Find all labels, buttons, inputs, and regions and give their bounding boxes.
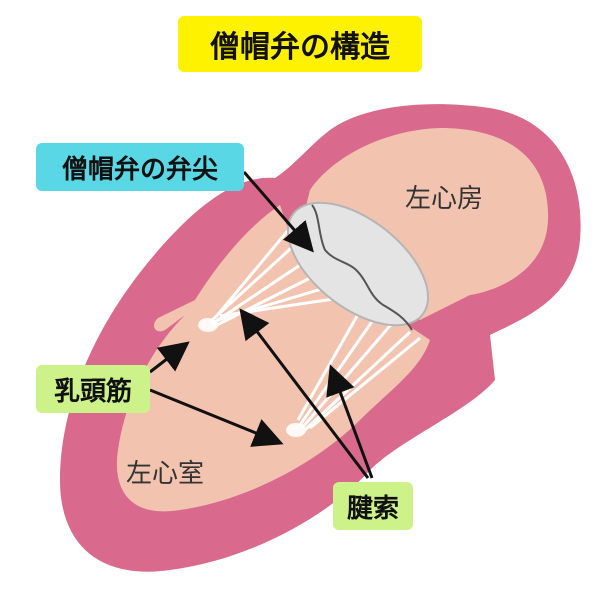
mitral-valve-leaflet <box>286 201 430 327</box>
chorda-line <box>213 221 297 319</box>
chorda-line <box>309 336 421 430</box>
label-papillary-muscle: 乳頭筋 <box>36 365 150 413</box>
label-left-ventricle: 左心室 <box>126 459 205 489</box>
arrow-papillary-lower <box>149 388 284 447</box>
arrow-papillary-upper <box>149 341 190 374</box>
left-ventricle-cavity <box>116 205 430 512</box>
papillary-muscle-lower <box>286 423 306 437</box>
arrow-chordae-right <box>326 364 374 479</box>
page-title: 僧帽弁の構造 <box>178 16 422 72</box>
arrow-cusp <box>242 171 314 253</box>
chorda-line <box>211 253 316 326</box>
label-left-atrium: 左心房 <box>405 184 484 214</box>
papillary-muscle-upper <box>198 318 218 332</box>
chorda-line <box>303 330 412 432</box>
valve-crease <box>311 204 413 331</box>
label-mitral-cusp: 僧帽弁の弁尖 <box>36 143 244 191</box>
label-chordae-tendineae: 腱索 <box>333 482 413 530</box>
arrow-chordae-left <box>239 308 370 479</box>
